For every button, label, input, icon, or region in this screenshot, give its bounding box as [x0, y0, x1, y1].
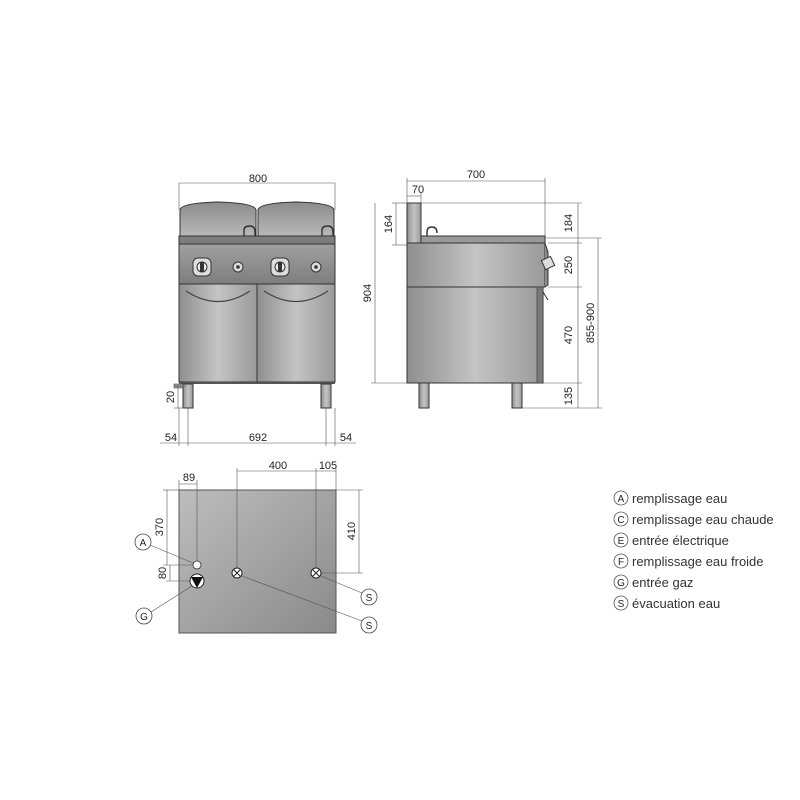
- callout-g-circle: [135, 607, 153, 625]
- dim-plan-right-height: 410: [346, 522, 358, 540]
- front-top-right-lid: [257, 201, 335, 237]
- front-tap-right: [321, 225, 334, 240]
- dim-side-total-height: 904: [362, 284, 374, 302]
- legend-key: C: [617, 515, 624, 526]
- dim-plan-gap: 80: [157, 567, 169, 579]
- legend-text: remplissage eau chaude: [632, 512, 774, 527]
- front-tap-left: [243, 225, 256, 240]
- callout-s2-circle: [360, 616, 378, 634]
- dim-plan-right-pos: 105: [319, 460, 337, 472]
- dim-side-top-offset: 70: [412, 184, 424, 196]
- side-foot-right: [511, 382, 523, 409]
- legend-item: S évacuation eau: [613, 595, 720, 611]
- front-foot-right: [320, 383, 332, 409]
- legend-text: évacuation eau: [632, 596, 720, 611]
- front-rim: [178, 235, 336, 245]
- dim-plan-left-pos: 89: [183, 472, 195, 484]
- dim-side-foot: 135: [563, 387, 575, 405]
- callout-s2-label: S: [366, 621, 373, 632]
- dim-side-depth: 700: [467, 169, 485, 181]
- legend-key: S: [618, 599, 625, 610]
- legend-key: F: [618, 557, 624, 568]
- side-tap: [426, 226, 438, 241]
- legend: A remplissage eau C remplissage eau chau…: [613, 490, 774, 611]
- legend-key: A: [618, 494, 625, 505]
- dim-side-panel: 250: [563, 256, 575, 274]
- legend-text: entrée gaz: [632, 575, 693, 590]
- plan-footprint: [178, 489, 337, 634]
- side-knob: [540, 255, 556, 271]
- callout-g-label: G: [140, 612, 148, 623]
- dim-plan-left-height: 370: [154, 518, 166, 536]
- side-control-panel: [406, 242, 546, 288]
- legend-key: E: [618, 536, 625, 547]
- legend-item: G entrée gaz: [613, 574, 693, 590]
- dim-side-height-range: 855-900: [585, 303, 597, 343]
- legend-item: F remplissage eau froide: [613, 553, 764, 569]
- callout-a-label: A: [140, 538, 147, 549]
- plan-view: 89 400 105 370 80 410 A: [134, 460, 378, 634]
- front-door-right: [256, 283, 336, 383]
- front-top-left-lid: [179, 201, 257, 237]
- legend-text: remplissage eau froide: [632, 554, 764, 569]
- dim-side-cabinet: 470: [563, 326, 575, 344]
- side-foot-left: [418, 382, 430, 409]
- callout-s1-label: S: [366, 593, 373, 604]
- plan-water-inlet-symbol: [192, 560, 202, 570]
- callout-a-circle: [134, 533, 152, 551]
- legend-item: A remplissage eau: [613, 490, 727, 506]
- front-view: 800 20 54 692 54: [160, 173, 356, 446]
- side-view: 700 70 164 904 184 250 470 135 855-900: [362, 169, 602, 409]
- legend-text: entrée électrique: [632, 533, 729, 548]
- front-foot-left: [182, 383, 194, 409]
- legend-item: C remplissage eau chaude: [613, 511, 774, 527]
- front-door-left: [178, 283, 258, 383]
- legend-item: E entrée électrique: [613, 532, 729, 548]
- dim-front-left-offset: 54: [165, 432, 177, 444]
- callout-s1-circle: [360, 588, 378, 606]
- side-backsplash: [406, 202, 422, 249]
- dim-front-right-offset: 54: [340, 432, 352, 444]
- legend-text: remplissage eau: [632, 491, 727, 506]
- dim-plan-mid-span: 400: [269, 460, 287, 472]
- side-cabinet: [406, 286, 544, 384]
- dim-side-backsplash: 164: [383, 215, 395, 233]
- dim-side-top: 184: [563, 214, 575, 232]
- legend-key: G: [617, 578, 625, 589]
- dim-front-foot-height: 20: [165, 391, 177, 403]
- dim-front-width: 800: [249, 173, 267, 185]
- dim-front-feet-span: 692: [249, 432, 267, 444]
